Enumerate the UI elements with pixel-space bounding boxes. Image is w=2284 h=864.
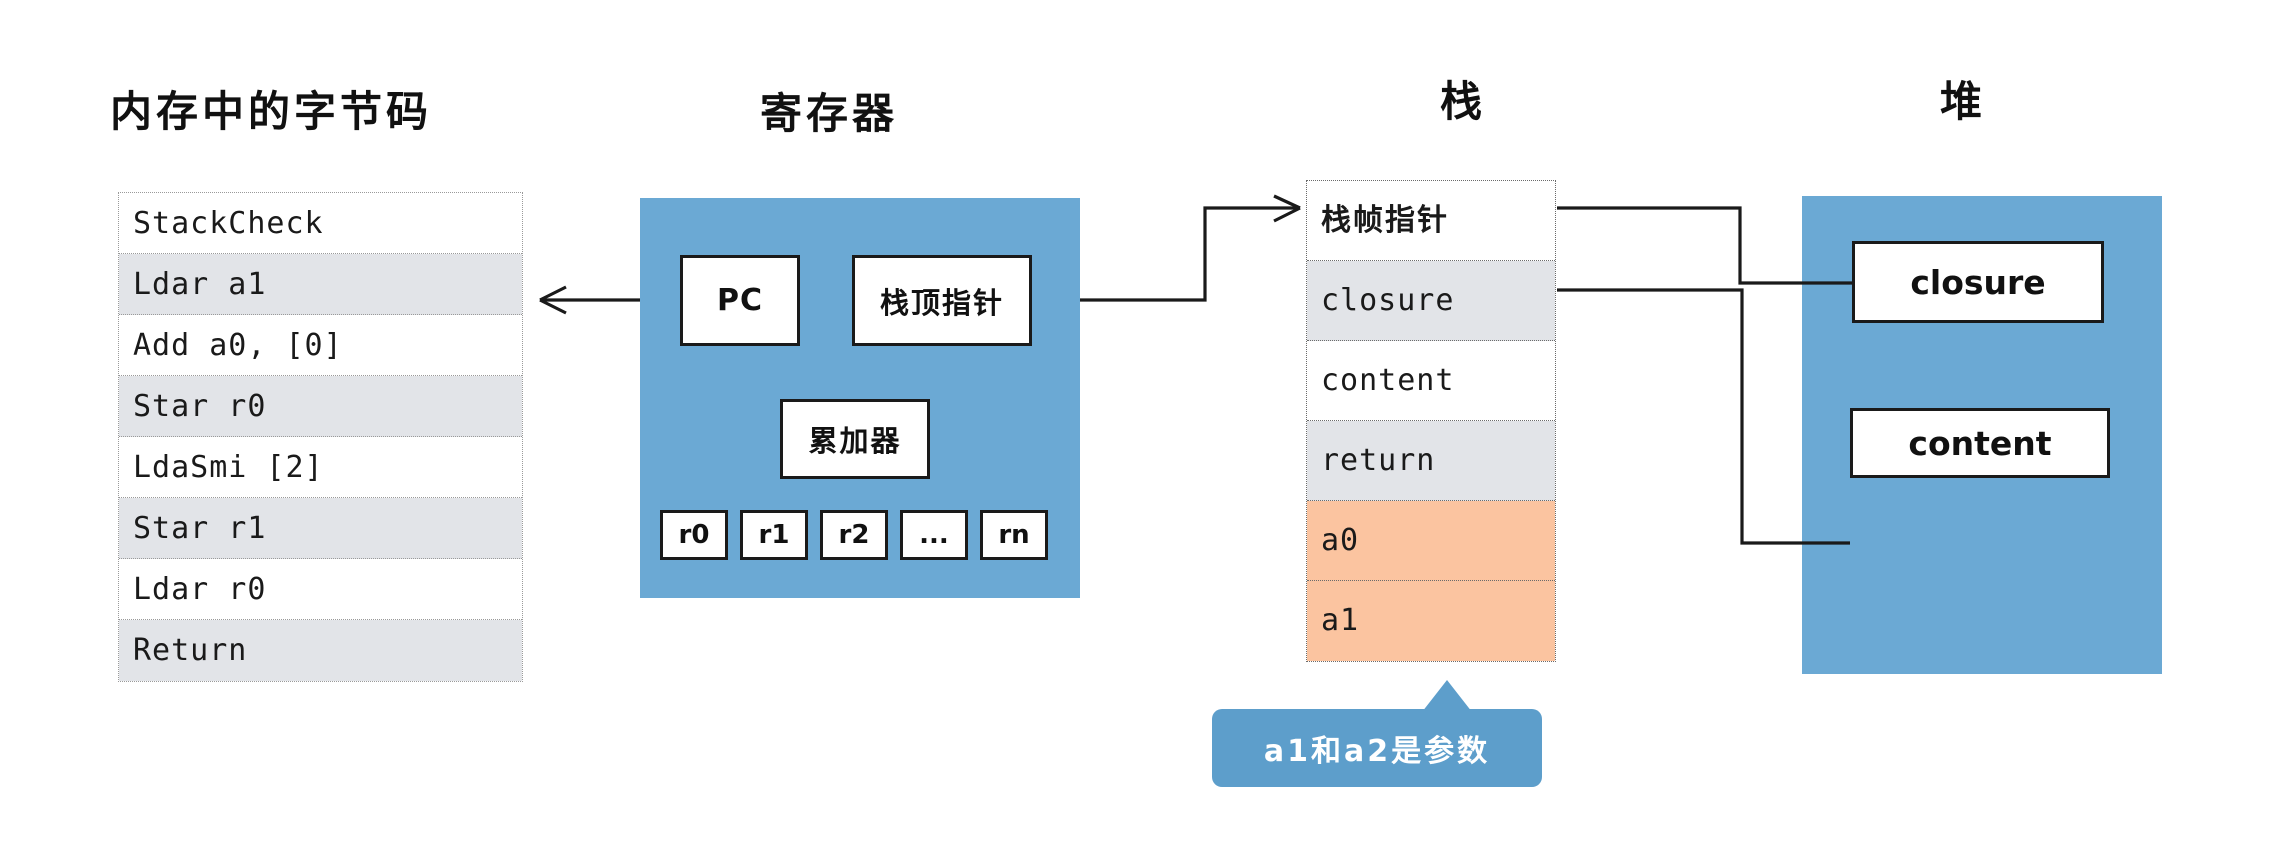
arrow-pc-to-bytecode — [539, 285, 640, 315]
bytecode-row: Ldar r0 — [119, 559, 522, 620]
register-slot: rn — [980, 510, 1048, 560]
bytecode-row: Star r0 — [119, 376, 522, 437]
register-slot: r2 — [820, 510, 888, 560]
register-slot: ... — [900, 510, 968, 560]
stack-row-a1: a1 — [1307, 581, 1555, 661]
heap-panel: closure content — [1802, 196, 2162, 674]
title-registers: 寄存器 — [760, 89, 899, 138]
heap-object-closure: closure — [1852, 241, 2104, 323]
stack-row-return: return — [1307, 421, 1555, 501]
callout-tail-icon — [1422, 680, 1472, 712]
bytecode-row: Ldar a1 — [119, 254, 522, 315]
arrow-stack-pointer-to-frame-pointer — [1080, 194, 1301, 302]
bytecode-row: LdaSmi [2] — [119, 437, 522, 498]
register-stack-top-pointer: 栈顶指针 — [852, 255, 1032, 346]
title-bytecode: 内存中的字节码 — [110, 87, 433, 136]
register-slot: r1 — [740, 510, 808, 560]
stack-table: 栈帧指针 closure content return a0 a1 — [1306, 180, 1556, 662]
register-accumulator: 累加器 — [780, 399, 930, 479]
bytecode-row: Add a0, [0] — [119, 315, 522, 376]
title-stack: 栈 — [1440, 77, 1487, 126]
register-file: r0 r1 r2 ... rn — [660, 510, 1048, 560]
title-heap: 堆 — [1940, 77, 1987, 126]
registers-panel: PC 栈顶指针 累加器 r0 r1 r2 ... rn — [640, 198, 1080, 598]
stack-row-content: content — [1307, 341, 1555, 421]
stack-row-a0: a0 — [1307, 501, 1555, 581]
bytecode-row: Return — [119, 620, 522, 681]
register-slot: r0 — [660, 510, 728, 560]
bytecode-table: StackCheck Ldar a1 Add a0, [0] Star r0 L… — [118, 192, 523, 682]
bytecode-row: StackCheck — [119, 193, 522, 254]
bytecode-row: Star r1 — [119, 498, 522, 559]
callout-bubble: a1和a2是参数 — [1212, 709, 1542, 787]
stack-row-closure: closure — [1307, 261, 1555, 341]
heap-object-content: content — [1850, 408, 2110, 478]
register-pc: PC — [680, 255, 800, 346]
stack-row-frame-pointer: 栈帧指针 — [1307, 181, 1555, 261]
callout-label: a1和a2是参数 — [1263, 734, 1491, 769]
